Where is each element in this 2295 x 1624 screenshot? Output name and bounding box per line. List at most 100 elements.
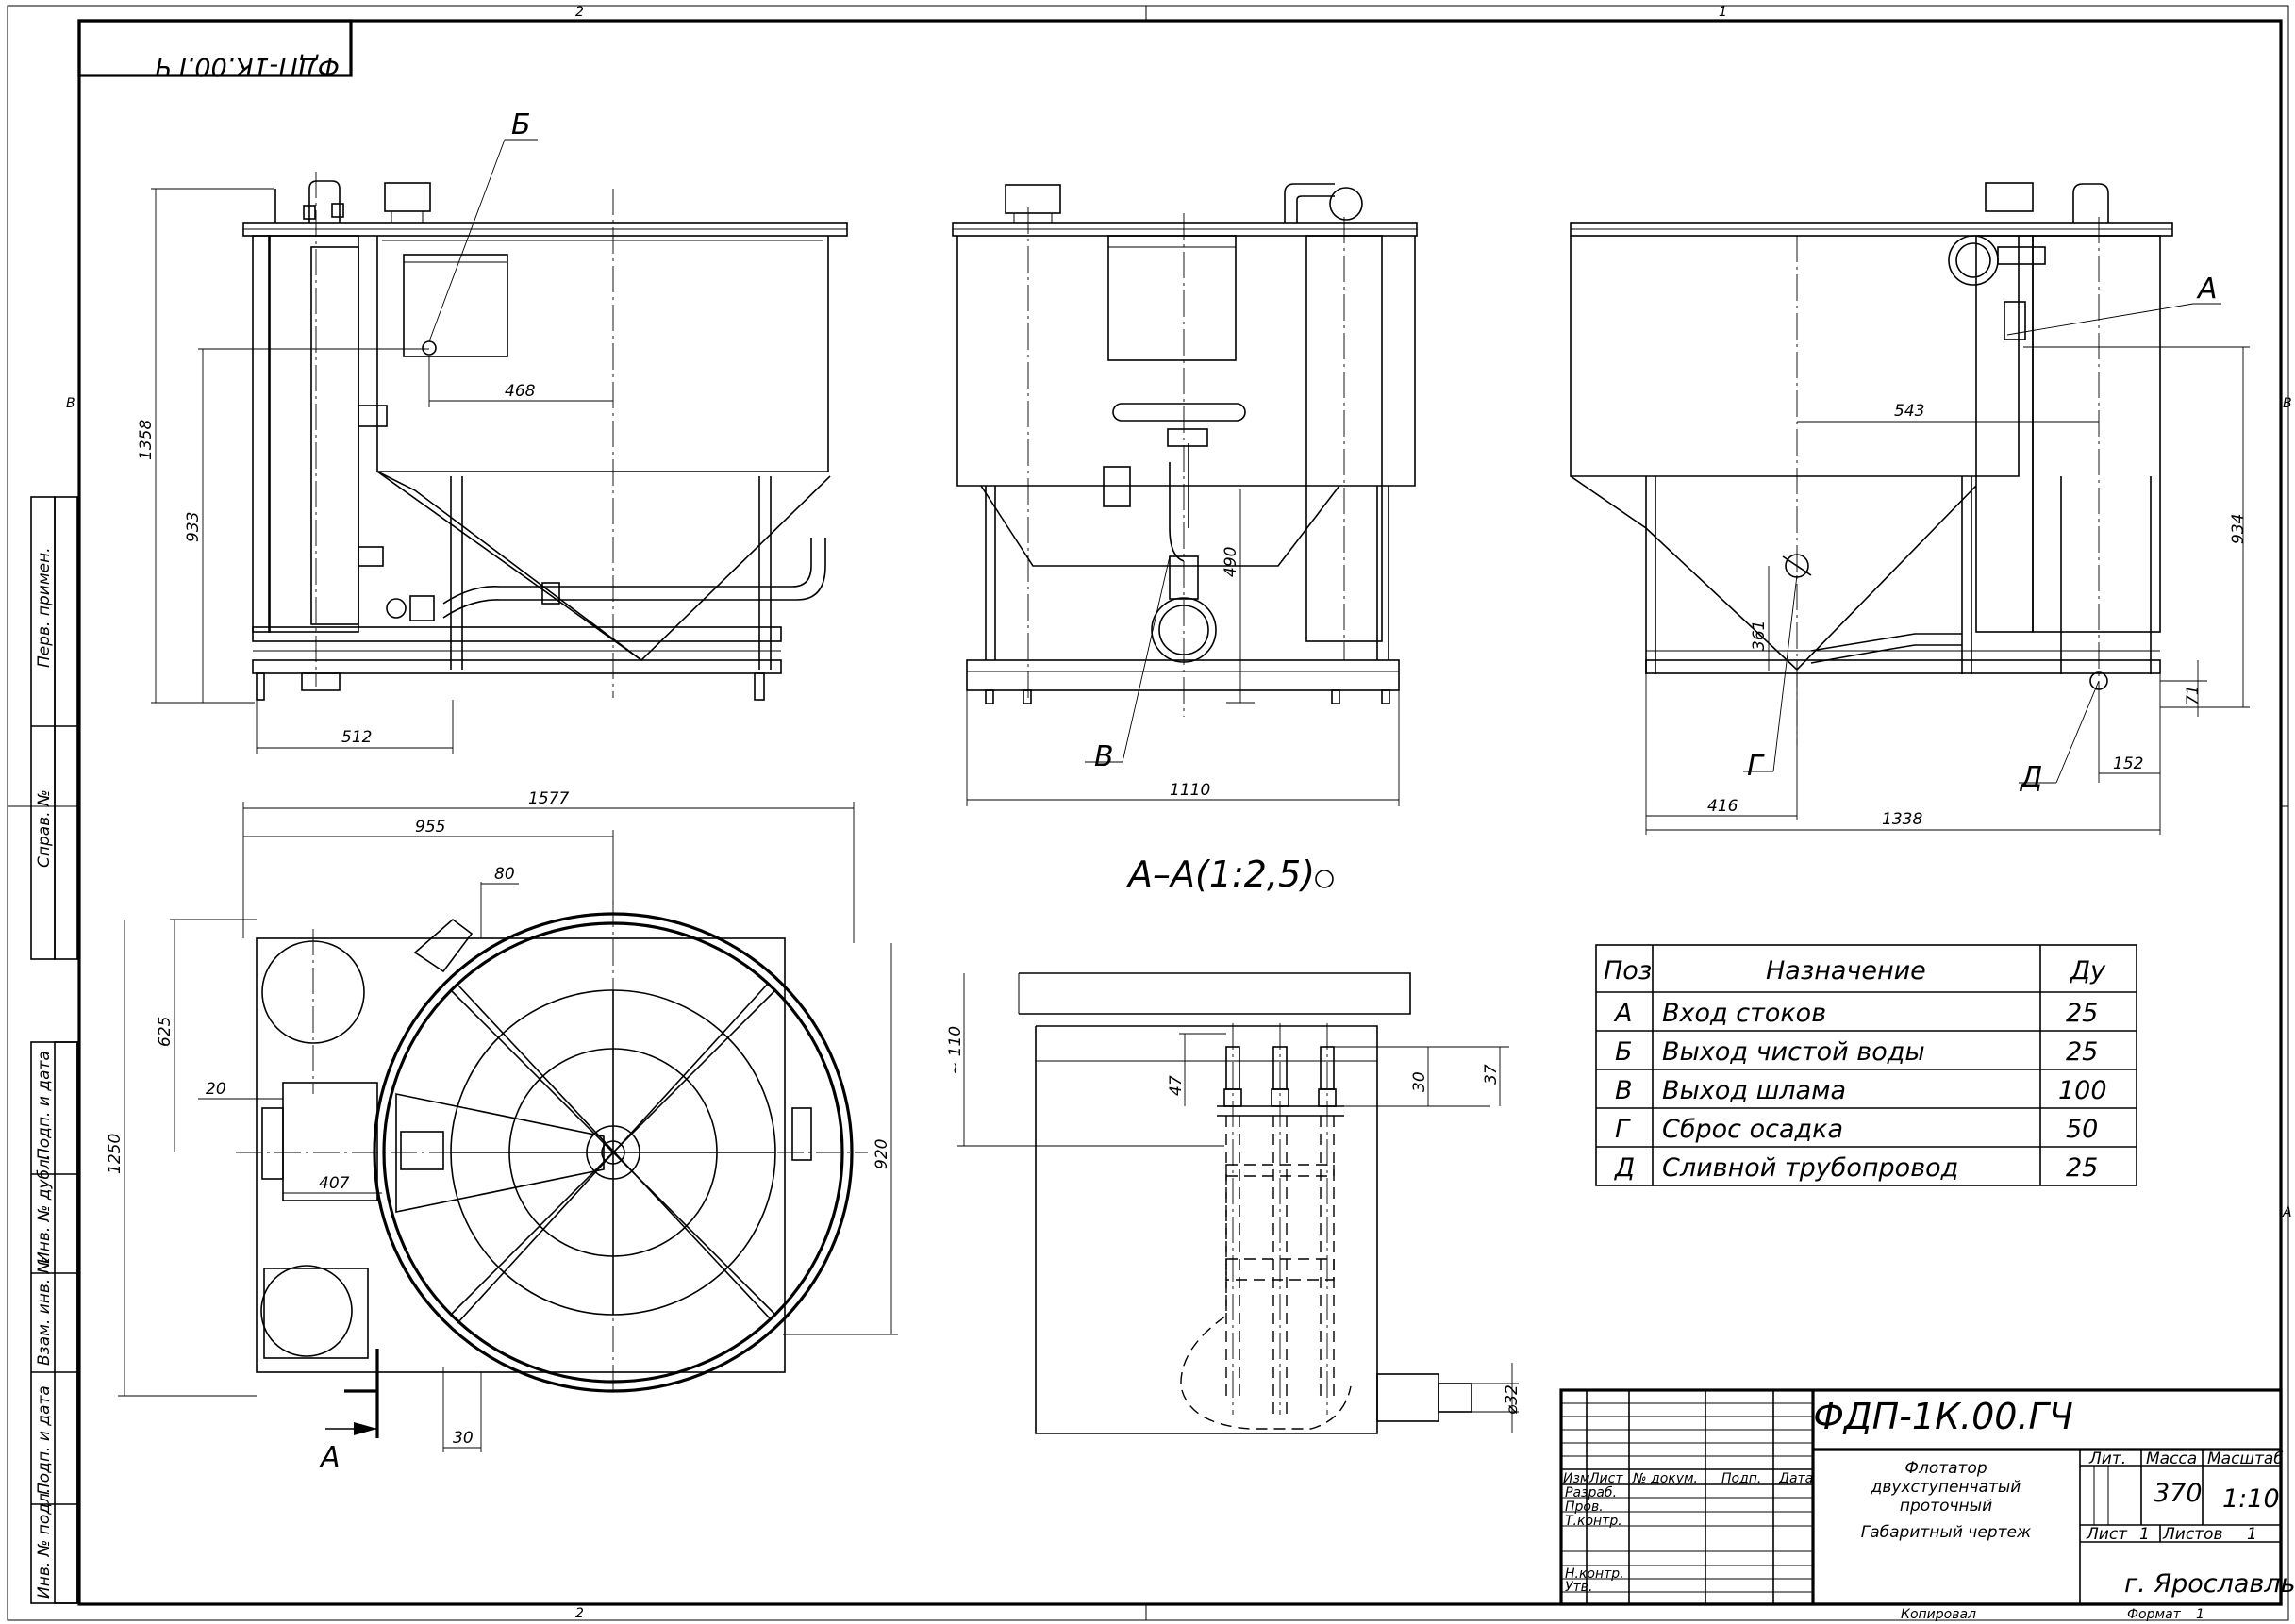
- table-header-du: Ду: [2070, 956, 2106, 986]
- dim-front-468: 468: [505, 382, 536, 401]
- dim-rear-416: 416: [1707, 797, 1738, 816]
- label-sheets: Листов: [2162, 1525, 2223, 1544]
- dim-side-490: 490: [1222, 547, 1240, 577]
- title-name-line3: проточный: [1900, 1497, 1992, 1516]
- dim-plan-1250: 1250: [106, 1134, 125, 1174]
- table-row-du: 50: [2066, 1115, 2098, 1144]
- dim-front-933: 933: [184, 512, 203, 542]
- dim-rear-1338: 1338: [1882, 810, 1922, 829]
- section-title: А–А(1:2,5): [1125, 853, 1315, 895]
- label-sheet: Лист: [2086, 1525, 2128, 1544]
- dim-plan-20: 20: [206, 1080, 226, 1099]
- label-copied: Копировал: [1901, 1607, 1976, 1622]
- dim-plan-1577: 1577: [528, 789, 569, 808]
- table-row-name: Сброс осадка: [1662, 1115, 1843, 1144]
- dim-sec-110: ~ 110: [946, 1026, 965, 1075]
- table-row-pos: Д: [1614, 1153, 1635, 1183]
- plan-view: 1577 955 80 625 1250 20 407 920 30 А: [106, 789, 898, 1474]
- table-row-du: 25: [2066, 1153, 2098, 1183]
- table-row-pos: А: [1613, 999, 1632, 1028]
- table-row-name: Вход стоков: [1662, 999, 1826, 1028]
- role-tkontr: Т.контр.: [1565, 1514, 1622, 1529]
- dim-rear-934: 934: [2229, 514, 2248, 544]
- value-mass: 370: [2154, 1479, 2203, 1508]
- role-razrab: Разраб.: [1565, 1485, 1617, 1500]
- side-view: 490 1110 В: [952, 183, 1418, 806]
- side-label-podp1: Подп. и дата: [35, 1051, 54, 1160]
- title-name-line2: двухступенчатый: [1871, 1478, 2021, 1497]
- role-utv: Утв.: [1565, 1580, 1592, 1595]
- rotated-designation: ФДП-1К.00.ГЧ: [155, 52, 340, 81]
- title-designation: ФДП-1К.00.ГЧ: [1813, 1396, 2073, 1437]
- dim-side-1110: 1110: [1170, 781, 1210, 800]
- dim-front-1358: 1358: [137, 420, 156, 460]
- table-row-name: Выход шлама: [1662, 1076, 1846, 1105]
- zone-top-2: 2: [575, 5, 584, 20]
- dim-plan-407: 407: [319, 1174, 350, 1193]
- callout-a: А: [2196, 273, 2218, 306]
- side-label-sprav: Справ. №: [35, 789, 54, 868]
- col-header-list: Лист: [1588, 1471, 1623, 1486]
- callout-v: В: [1094, 740, 1114, 773]
- dim-plan-920: 920: [873, 1139, 891, 1169]
- role-nkontr: Н.контр.: [1565, 1566, 1624, 1582]
- col-header-izm: Изм: [1563, 1471, 1590, 1486]
- label-lit: Лит.: [2088, 1450, 2126, 1468]
- col-header-date: Дата: [1778, 1471, 1813, 1486]
- zone-right-v: В: [2283, 396, 2292, 411]
- dim-rear-361: 361: [1750, 621, 1769, 651]
- zone-left-v: В: [66, 396, 75, 411]
- col-header-podp: Подп.: [1721, 1471, 1761, 1486]
- value-format: 1: [2196, 1607, 2204, 1622]
- dim-plan-955: 955: [415, 818, 445, 837]
- col-header-doc: № докум.: [1632, 1471, 1698, 1486]
- section-view: А–А(1:2,5) ~ 110: [946, 853, 1522, 1434]
- table-row-du: 25: [2066, 999, 2098, 1028]
- dim-sec-47: 47: [1167, 1075, 1186, 1096]
- value-scale: 1:10: [2222, 1484, 2280, 1514]
- dim-front-512: 512: [341, 728, 372, 747]
- rear-view: 543 934 361 71 416 152 1338 А Г Д: [1570, 182, 2250, 835]
- dim-plan-30: 30: [453, 1429, 474, 1448]
- side-label-perv: Перв. примен.: [35, 547, 54, 668]
- dim-plan-80: 80: [494, 865, 515, 884]
- front-view: 1358 933 468 512 Б: [137, 108, 848, 754]
- zone-top-1: 1: [1719, 5, 1727, 20]
- label-scale: Масштаб: [2207, 1450, 2284, 1468]
- sheet-frame: 2 1 2 В В А ФДП-1К.00.ГЧ Перв. примен. С…: [7, 5, 2292, 1621]
- value-org: г. Ярославль: [2124, 1569, 2295, 1599]
- side-label-podl: Инв. № подл.: [35, 1488, 54, 1599]
- zone-right-a: А: [2282, 1205, 2292, 1220]
- table-row-du: 100: [2058, 1076, 2107, 1105]
- zone-bottom-2: 2: [575, 1606, 584, 1621]
- section-mark-a: А: [319, 1441, 341, 1474]
- title-block: ФДП-1К.00.ГЧ Флотатор двухступенчатый пр…: [1559, 1388, 2295, 1622]
- table-row-pos: Б: [1615, 1037, 1633, 1067]
- value-sheet: 1: [2139, 1525, 2150, 1544]
- dim-plan-625: 625: [156, 1017, 175, 1047]
- table-row-name: Выход чистой воды: [1662, 1037, 1925, 1067]
- side-label-dubl: Инв. № дубл.: [35, 1154, 54, 1264]
- table-row-pos: В: [1615, 1076, 1633, 1105]
- title-name-line1: Флотатор: [1904, 1459, 1987, 1478]
- table-row-du: 25: [2066, 1037, 2098, 1067]
- role-prov: Пров.: [1565, 1500, 1604, 1515]
- callout-d: Д: [2019, 761, 2042, 794]
- side-label-vzam: Взам. инв. №: [35, 1257, 54, 1366]
- label-mass: Масса: [2146, 1450, 2197, 1468]
- table-row-name: Сливной трубопровод: [1662, 1153, 1958, 1183]
- label-format: Формат: [2127, 1607, 2182, 1622]
- connections-table: Поз Назначение Ду А Вход стоков 25 Б Вых…: [1595, 944, 2137, 1186]
- table-row-pos: Г: [1615, 1115, 1631, 1144]
- callout-g: Г: [1747, 750, 1765, 783]
- dim-rear-543: 543: [1894, 402, 1924, 421]
- title-name-line4: Габаритный чертеж: [1861, 1523, 2032, 1542]
- table-header-name: Назначение: [1766, 956, 1926, 986]
- table-header-pos: Поз: [1604, 956, 1652, 986]
- dim-sec-37: 37: [1482, 1064, 1501, 1085]
- value-sheets: 1: [2247, 1525, 2257, 1544]
- callout-b: Б: [511, 108, 531, 141]
- dim-sec-30: 30: [1410, 1071, 1429, 1092]
- dim-sec-d32: ⌀32: [1503, 1384, 1522, 1415]
